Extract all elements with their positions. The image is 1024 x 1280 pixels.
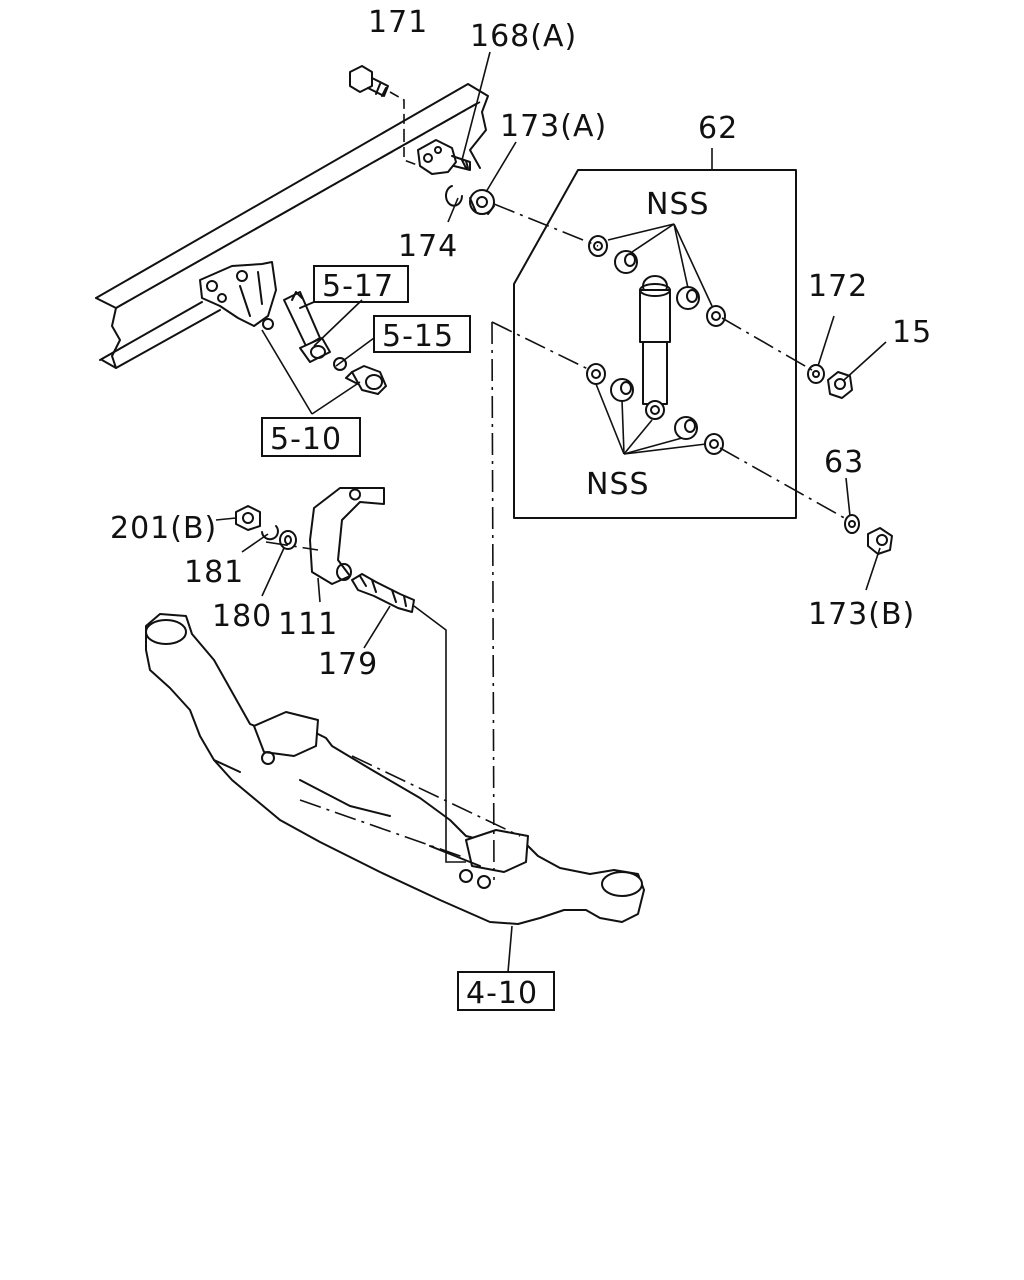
stud-179 <box>351 573 415 613</box>
callout-15: 15 <box>892 315 932 350</box>
nss-leaders <box>595 223 713 455</box>
callout-179: 179 <box>318 647 378 682</box>
reference-box-5-17[interactable]: 5-17 <box>313 265 409 304</box>
front-axle-beam <box>145 613 645 925</box>
assembly-centerlines <box>265 203 849 881</box>
shackle-link <box>283 291 331 363</box>
callout-leaders <box>215 51 887 973</box>
washer-and-bolt-5-15 <box>333 357 387 395</box>
nut-201b <box>235 505 261 531</box>
upper-stud-bracket-168a <box>403 132 471 175</box>
callout-168a: 168(A) <box>470 19 577 54</box>
shock-absorber-body <box>639 275 671 420</box>
callout-171: 171 <box>368 5 428 40</box>
callout-173a: 173(A) <box>500 109 607 144</box>
callout-172: 172 <box>808 269 868 304</box>
reference-label-4-10: 4-10 <box>466 976 538 1011</box>
reference-box-5-10[interactable]: 5-10 <box>261 417 361 457</box>
reference-box-5-15[interactable]: 5-15 <box>373 315 471 354</box>
callout-180: 180 <box>212 599 272 634</box>
nut-173b <box>867 527 893 555</box>
washer-181 <box>261 525 279 541</box>
washer-180 <box>279 530 297 550</box>
shock-lower-bushings <box>586 363 724 455</box>
callout-174: 174 <box>398 229 458 264</box>
washer-63 <box>844 514 860 534</box>
frame-hanger-bracket <box>199 261 277 330</box>
bolt-171 <box>349 65 405 132</box>
frame-rail <box>95 83 489 369</box>
reference-box-4-10[interactable]: 4-10 <box>457 971 555 1011</box>
callout-62: 62 <box>698 111 738 146</box>
bushing-173a <box>469 189 495 215</box>
reference-label-5-15: 5-15 <box>382 319 454 354</box>
shock-absorber-assembly-box-62 <box>513 169 797 519</box>
reference-label-5-10: 5-10 <box>270 422 342 457</box>
washer-172 <box>807 364 825 384</box>
callout-labels: 171 168(A) 173(A) 62 174 NSS 172 15 NSS … <box>110 5 932 682</box>
callout-173b: 173(B) <box>808 597 915 632</box>
snap-ring-174 <box>445 185 463 207</box>
shock-lower-bracket-111 <box>309 487 385 585</box>
reference-label-5-17: 5-17 <box>322 269 394 304</box>
callout-201b: 201(B) <box>110 511 217 546</box>
callout-111: 111 <box>278 607 338 642</box>
callout-nss-upper: NSS <box>646 187 710 222</box>
callout-181: 181 <box>184 555 244 590</box>
callout-63: 63 <box>824 445 864 480</box>
callout-nss-lower: NSS <box>586 467 650 502</box>
